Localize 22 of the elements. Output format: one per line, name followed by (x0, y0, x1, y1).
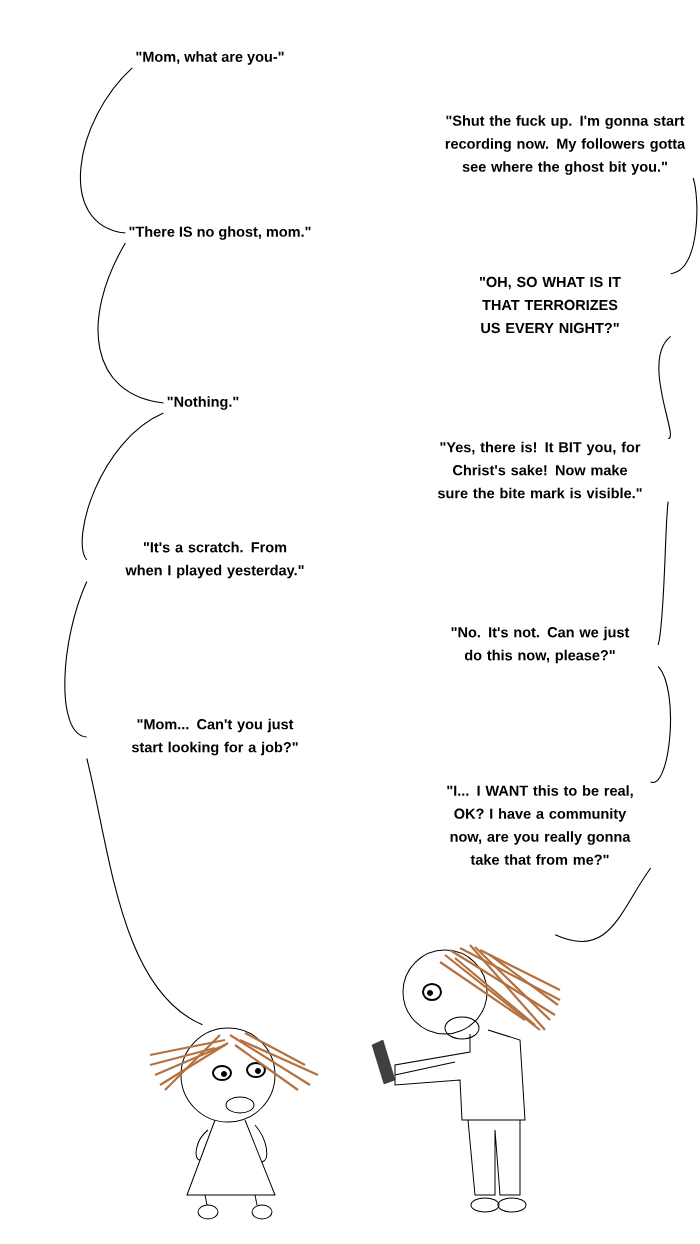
speech-line (80, 67, 133, 234)
speech-text: "Nothing." (167, 396, 239, 410)
speech-text: "Mom... Can't you just start looking for a job?" (131, 718, 298, 756)
speech-line (658, 335, 672, 440)
woman-drawing (371, 944, 561, 1213)
speech-line (97, 242, 165, 404)
speech-text: "It's a scratch. From when I played yesterday." (125, 541, 304, 579)
speech-text: "Mom, what are you-" (136, 51, 284, 65)
girl-drawing (149, 1027, 319, 1220)
speech-line (650, 665, 672, 783)
speech-text: "There IS no ghost, mom." (129, 226, 311, 240)
speech-line (670, 177, 698, 275)
speech-text: "I... I WANT this to be real, OK? I have a community now, are you really gonna take that from me?" (447, 785, 633, 865)
speech-text: "No. It's not. Can we just do this now, please?" (451, 626, 630, 664)
speech-text: "Shut the fuck up. I'm gonna start recording now. My followers gotta see where the ghost bit you." (445, 115, 686, 175)
speech-line (554, 867, 652, 943)
speech-line (81, 412, 165, 561)
speech-text: "Yes, there is! It BIT you, for Christ's sake! Now make sure the bite mark is visible." (437, 441, 642, 499)
speech-line (64, 580, 88, 738)
speech-text: "OH, SO WHAT IS IT THAT TERRORIZES US EVERY NIGHT?" (480, 276, 621, 334)
speech-line (657, 500, 669, 646)
speech-line (86, 757, 204, 1026)
